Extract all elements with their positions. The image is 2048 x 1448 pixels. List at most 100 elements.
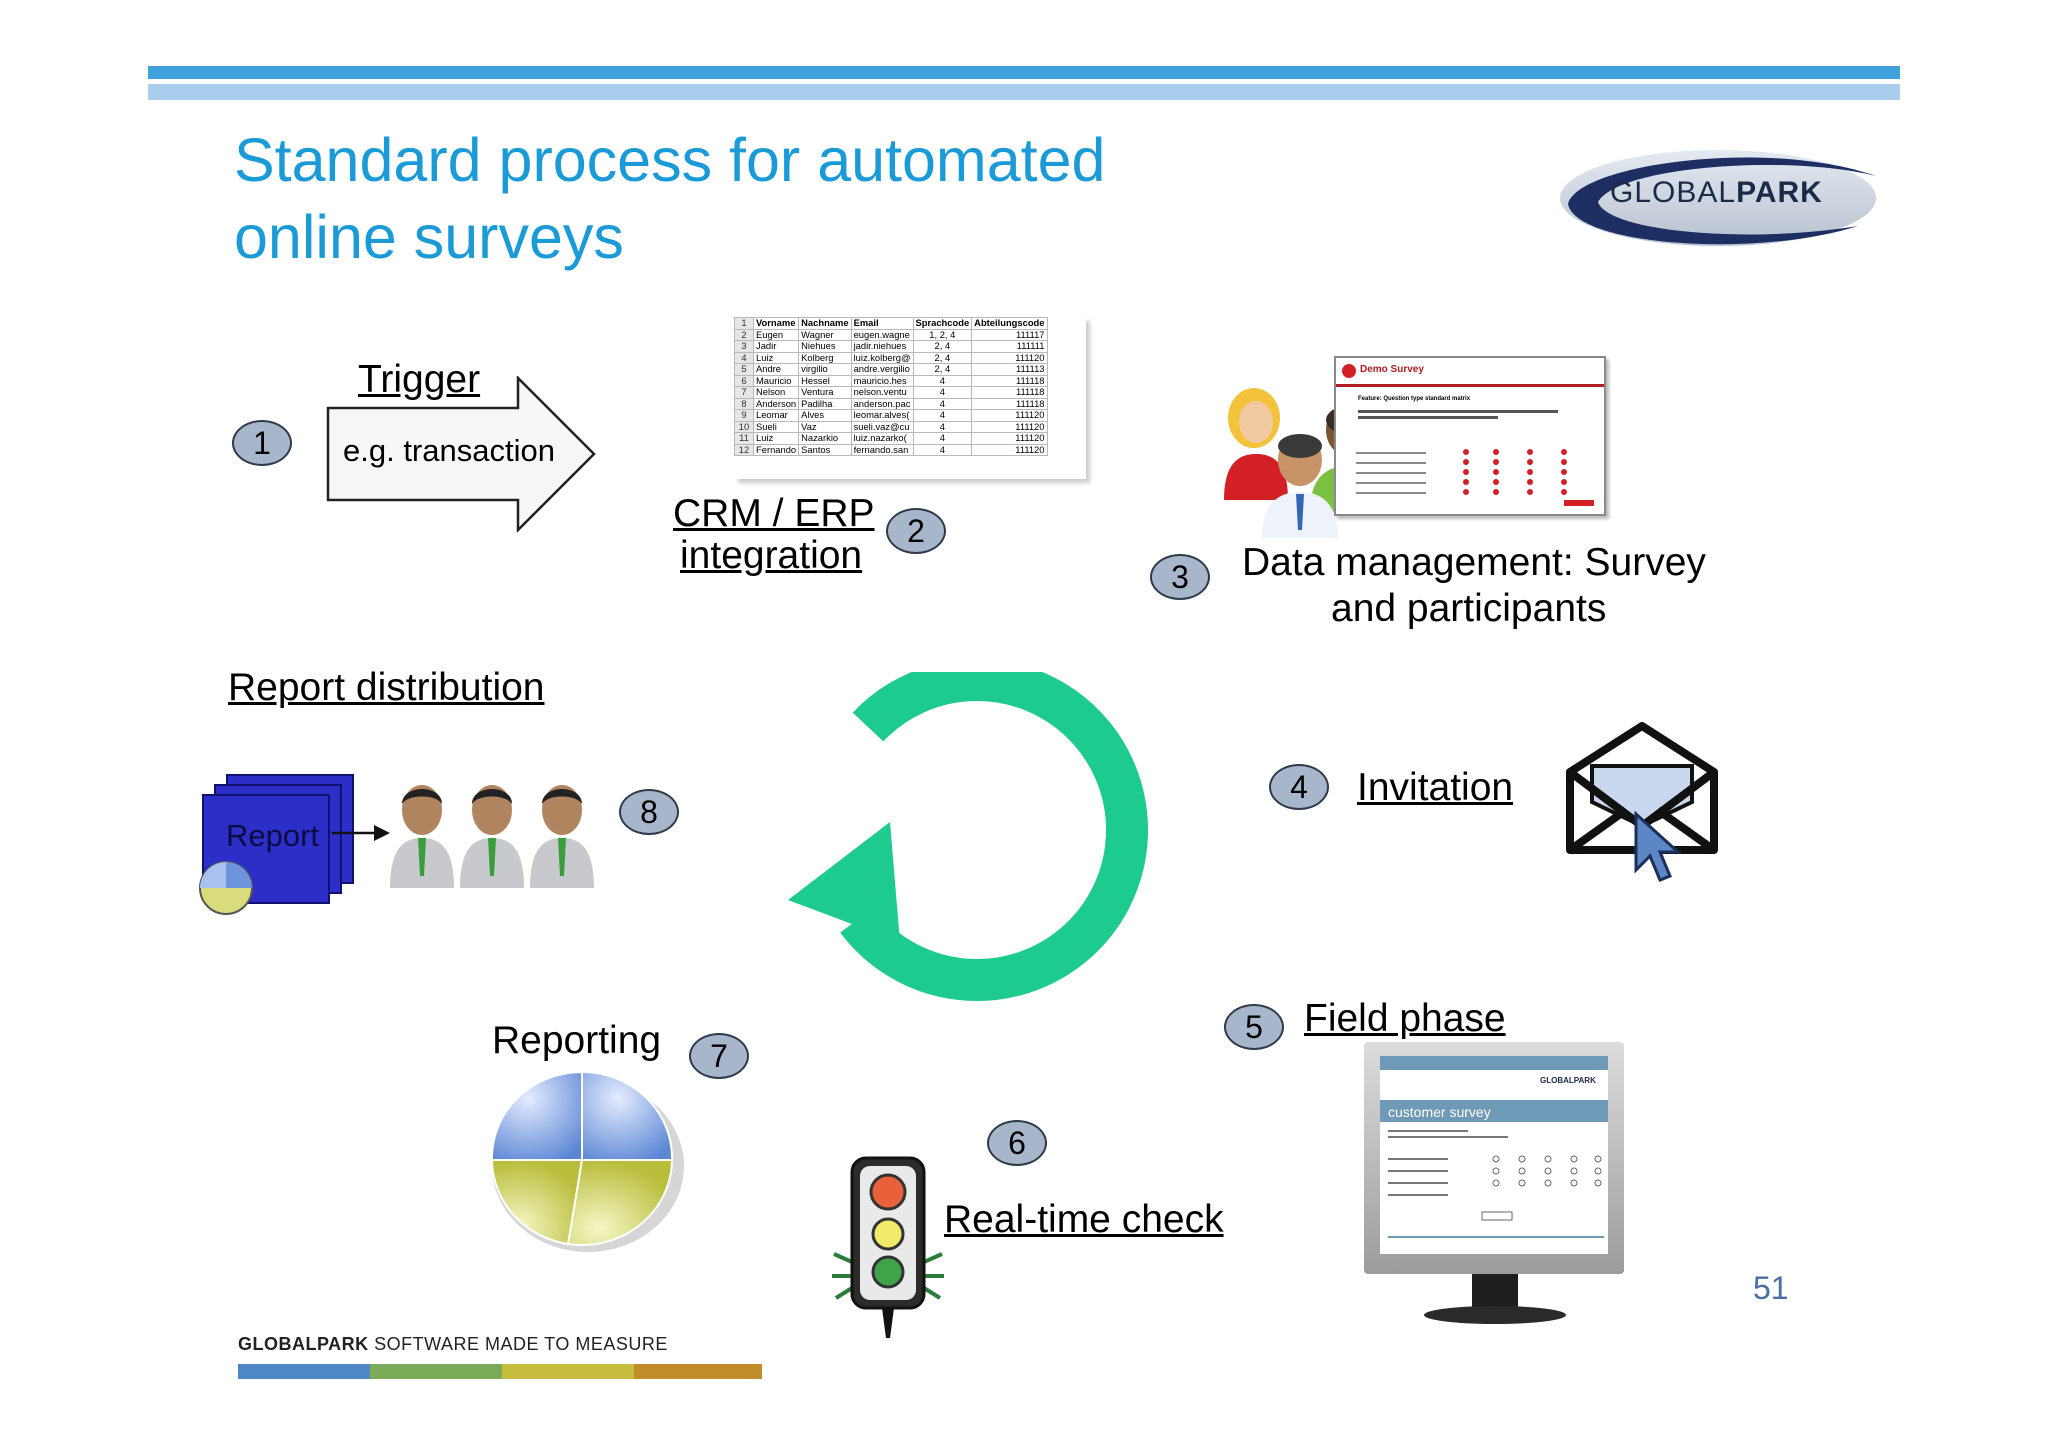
- demo-survey-screenshot: Demo Survey Feature: Question type stand…: [1334, 356, 1606, 516]
- spreadsheet-cell: 4: [912, 443, 973, 456]
- footer-bar-1: [238, 1364, 370, 1379]
- spreadsheet-cell: Leomar: [752, 409, 800, 422]
- row-number: 4: [734, 351, 754, 364]
- column-header: Vorname: [752, 317, 800, 330]
- spreadsheet-cell: 111111: [971, 340, 1048, 353]
- column-header: Nachname: [798, 317, 852, 330]
- spreadsheet-cell: Mauricio: [752, 374, 800, 387]
- spreadsheet-cell: Nelson: [752, 386, 800, 399]
- column-header: Abteilungscode: [971, 317, 1048, 330]
- logo-text-bold: PARK: [1736, 176, 1823, 209]
- trigger-sublabel: e.g. transaction: [343, 433, 555, 468]
- spreadsheet-table: 1 Vorname Nachname Email Sprachcode Abte…: [734, 317, 1048, 456]
- step-3-badge: 3: [1150, 554, 1210, 600]
- step-4-label: Invitation: [1357, 766, 1514, 809]
- step-1-badge: 1: [232, 420, 292, 466]
- spreadsheet-cell: jadir.niehues: [850, 340, 914, 353]
- header-bar-light: [148, 84, 1900, 100]
- trigger-arrow-icon: [326, 376, 596, 532]
- row-number: 8: [734, 397, 754, 410]
- step-3-label-line2: and participants: [1331, 587, 1607, 630]
- globalpark-logo: GLOBALPARK: [1558, 146, 1884, 252]
- step-6-badge: 6: [987, 1120, 1047, 1166]
- step-1-label: Trigger: [358, 358, 481, 401]
- spreadsheet-cell: 111118: [971, 386, 1048, 399]
- step-7-label: Reporting: [492, 1019, 662, 1062]
- spreadsheet-cell: 2, 4: [912, 340, 973, 353]
- spreadsheet-cell: 4: [912, 420, 973, 433]
- spreadsheet-cell: 4: [912, 386, 973, 399]
- distribution-arrow-icon: [332, 825, 390, 841]
- footer-bar-2: [370, 1364, 502, 1379]
- monitor-neck: [1472, 1274, 1518, 1310]
- screen-topbar: [1380, 1056, 1608, 1070]
- footer-bar-4: [634, 1364, 762, 1379]
- survey-header-rule: [1336, 384, 1604, 387]
- spreadsheet-cell: 111118: [971, 374, 1048, 387]
- logo-text-light: GLOBAL: [1610, 176, 1737, 209]
- spreadsheet-cell: Anderson: [752, 397, 800, 410]
- screen-banner: [1380, 1100, 1608, 1122]
- spreadsheet-cell: Sueli: [752, 420, 800, 433]
- spreadsheet-header-row: 1 Vorname Nachname Email Sprachcode Abte…: [734, 317, 1048, 330]
- logo-text: GLOBALPARK: [1610, 176, 1823, 210]
- column-header: Email: [850, 317, 914, 330]
- row-number: 3: [734, 340, 754, 353]
- row-number: 12: [734, 443, 754, 456]
- spreadsheet-cell: 2, 4: [912, 363, 973, 376]
- spreadsheet-cell: Ventura: [798, 386, 852, 399]
- monitor-icon: GLOBALPARK customer survey: [1364, 1042, 1624, 1338]
- row-number: 2: [734, 328, 754, 341]
- footer-bar-3: [502, 1364, 634, 1379]
- step-2-badge: 2: [886, 508, 946, 554]
- spreadsheet-cell: Hessel: [798, 374, 852, 387]
- spreadsheet-cell: Niehues: [798, 340, 852, 353]
- survey-logo-icon: [1342, 364, 1356, 378]
- step-5-label: Field phase: [1304, 997, 1506, 1040]
- step-8-label: Report distribution: [228, 666, 545, 709]
- step-8-badge: 8: [619, 789, 679, 835]
- spreadsheet-cell: 2, 4: [912, 351, 973, 364]
- recipients-people-icon: [390, 785, 594, 888]
- spreadsheet-cell: Fernando: [752, 443, 800, 456]
- spreadsheet-cell: Vaz: [798, 420, 852, 433]
- spreadsheet-cell: Nazarkio: [798, 432, 852, 445]
- small-pie-icon: [199, 861, 253, 915]
- screen-title: customer survey: [1388, 1104, 1491, 1120]
- spreadsheet-cell: 111118: [971, 397, 1048, 410]
- report-doc-label: Report: [226, 818, 320, 853]
- spreadsheet-cell: Luiz: [752, 351, 800, 364]
- footer-tagline-text: SOFTWARE MADE TO MEASURE: [368, 1334, 668, 1354]
- spreadsheet-cell: leomar.alves(: [850, 409, 914, 422]
- screen-form-icon: [1388, 1130, 1604, 1238]
- row-number: 5: [734, 363, 754, 376]
- spreadsheet-cell: Luiz: [752, 432, 800, 445]
- slide-title-line2: online surveys: [234, 203, 624, 271]
- spreadsheet-cell: Alves: [798, 409, 852, 422]
- cursor-icon: [1634, 810, 1682, 882]
- spreadsheet-cell: virgilio: [798, 363, 852, 376]
- spreadsheet-cell: eugen.wagne: [850, 328, 914, 341]
- spreadsheet-cell: 4: [912, 432, 973, 445]
- spreadsheet-cell: fernando.san: [850, 443, 914, 456]
- step-4-badge: 4: [1269, 764, 1329, 810]
- report-distribution-graphic: Report: [196, 772, 596, 915]
- cycle-arrow-icon: [788, 672, 1149, 1001]
- header-bar-dark: [148, 66, 1900, 79]
- spreadsheet-cell: nelson.ventu: [850, 386, 914, 399]
- spreadsheet-cell: Jadir: [752, 340, 800, 353]
- row-number: 6: [734, 374, 754, 387]
- spreadsheet-cell: 111113: [971, 363, 1048, 376]
- spreadsheet-cell: Andre: [752, 363, 800, 376]
- demo-survey-title: Demo Survey: [1360, 364, 1424, 375]
- spreadsheet-cell: 4: [912, 397, 973, 410]
